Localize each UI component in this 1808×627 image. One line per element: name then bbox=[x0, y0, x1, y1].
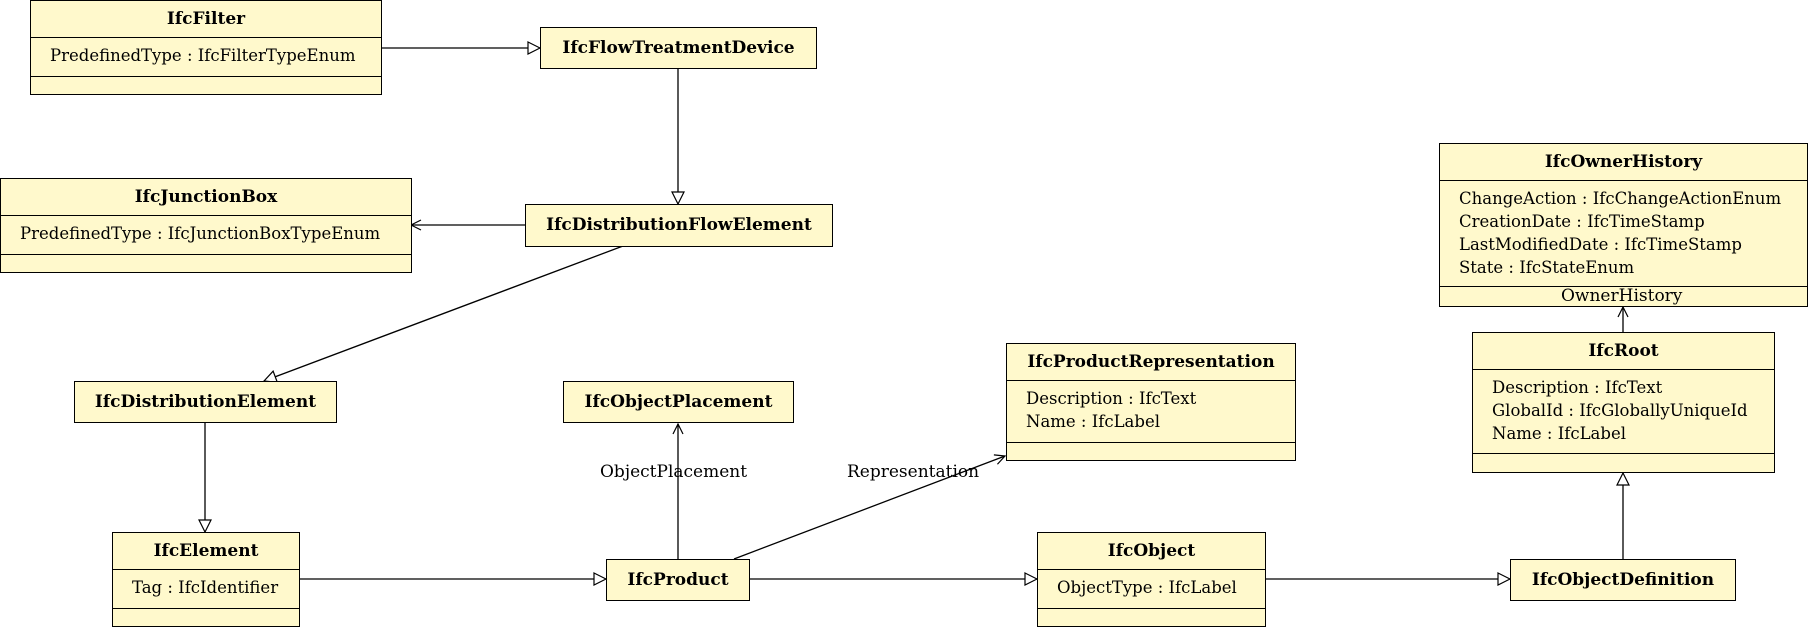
attribute: Name : IfcLabel bbox=[1492, 424, 1626, 443]
attribute-compartment: PredefinedType : IfcJunctionBoxTypeEnum bbox=[1, 215, 411, 254]
class-ifcdistributionelement: IfcDistributionElement bbox=[74, 381, 337, 423]
operation-compartment bbox=[1, 254, 411, 272]
class-ifcelement: IfcElement Tag : IfcIdentifier bbox=[112, 532, 300, 627]
generalization-distributionflowelement-to-distributionelement bbox=[264, 245, 624, 381]
class-name: IfcDistributionFlowElement bbox=[546, 215, 812, 235]
attribute: GlobalId : IfcGloballyUniqueId bbox=[1492, 401, 1748, 420]
association-label-ownerhistory: OwnerHistory bbox=[1561, 286, 1683, 306]
attribute: CreationDate : IfcTimeStamp bbox=[1459, 212, 1705, 231]
class-ifcjunctionbox: IfcJunctionBox PredefinedType : IfcJunct… bbox=[0, 178, 412, 273]
class-ifcflowtreatmentdevice: IfcFlowTreatmentDevice bbox=[540, 27, 817, 69]
attribute-compartment: ChangeAction : IfcChangeActionEnum Creat… bbox=[1440, 180, 1807, 286]
attribute: Description : IfcText bbox=[1026, 389, 1197, 408]
attribute-compartment: PredefinedType : IfcFilterTypeEnum bbox=[31, 37, 381, 76]
class-name: IfcProduct bbox=[627, 570, 729, 590]
attribute: PredefinedType : IfcJunctionBoxTypeEnum bbox=[20, 224, 381, 243]
attribute-compartment: ObjectType : IfcLabel bbox=[1038, 569, 1265, 608]
attribute: Description : IfcText bbox=[1492, 378, 1663, 397]
attribute: ObjectType : IfcLabel bbox=[1057, 578, 1237, 597]
attribute-compartment: Tag : IfcIdentifier bbox=[113, 569, 299, 608]
operation-compartment bbox=[1440, 286, 1807, 306]
class-ifcobject: IfcObject ObjectType : IfcLabel bbox=[1037, 532, 1266, 627]
class-ifcproductrepresentation: IfcProductRepresentation Description : I… bbox=[1006, 343, 1296, 461]
attribute: PredefinedType : IfcFilterTypeEnum bbox=[50, 46, 356, 65]
class-name: IfcFilter bbox=[166, 9, 246, 29]
class-ifcfilter: IfcFilter PredefinedType : IfcFilterType… bbox=[30, 0, 382, 95]
operation-compartment bbox=[113, 608, 299, 626]
class-name: IfcDistributionElement bbox=[94, 392, 317, 412]
class-name: IfcElement bbox=[153, 541, 259, 561]
class-name: IfcObject bbox=[1107, 541, 1196, 561]
operation-compartment bbox=[31, 76, 381, 94]
class-ifcroot: IfcRoot Description : IfcText GlobalId :… bbox=[1472, 332, 1775, 473]
class-ifcobjectplacement: IfcObjectPlacement bbox=[563, 381, 794, 423]
operation-compartment bbox=[1473, 453, 1774, 472]
class-ifcobjectdefinition: IfcObjectDefinition bbox=[1510, 559, 1736, 601]
association-label-objectplacement: ObjectPlacement bbox=[600, 462, 748, 482]
class-name: IfcFlowTreatmentDevice bbox=[562, 38, 795, 58]
attribute: LastModifiedDate : IfcTimeStamp bbox=[1459, 235, 1742, 254]
class-ifcdistributionflowelement: IfcDistributionFlowElement bbox=[525, 204, 833, 247]
class-name: IfcObjectDefinition bbox=[1531, 570, 1715, 590]
class-name: IfcObjectPlacement bbox=[584, 392, 773, 412]
attribute-compartment: Description : IfcText GlobalId : IfcGlob… bbox=[1473, 369, 1774, 453]
class-name: IfcProductRepresentation bbox=[1027, 352, 1275, 372]
attribute: ChangeAction : IfcChangeActionEnum bbox=[1459, 189, 1782, 208]
association-product-to-productrepresentation bbox=[733, 456, 1005, 560]
class-name: IfcJunctionBox bbox=[134, 187, 278, 207]
attribute: State : IfcStateEnum bbox=[1459, 258, 1635, 277]
class-name: IfcRoot bbox=[1588, 341, 1659, 361]
operation-compartment bbox=[1038, 608, 1265, 626]
class-ifcownerhistory: IfcOwnerHistory ChangeAction : IfcChange… bbox=[1439, 143, 1808, 307]
class-name: IfcOwnerHistory bbox=[1544, 152, 1703, 172]
operation-compartment bbox=[1007, 442, 1295, 460]
attribute: Name : IfcLabel bbox=[1026, 412, 1160, 431]
class-ifcproduct: IfcProduct bbox=[606, 559, 750, 601]
attribute-compartment: Description : IfcText Name : IfcLabel bbox=[1007, 380, 1295, 442]
association-label-representation: Representation bbox=[847, 462, 980, 482]
attribute: Tag : IfcIdentifier bbox=[132, 578, 279, 597]
